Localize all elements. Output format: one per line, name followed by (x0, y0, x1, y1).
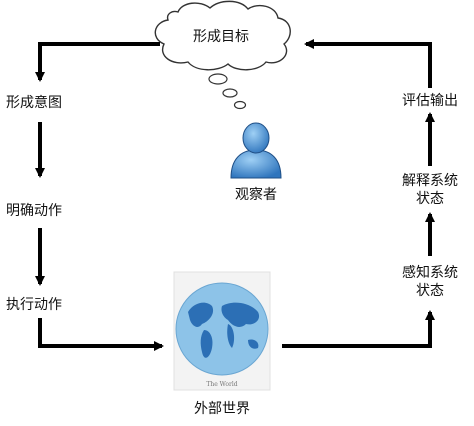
thought-cloud-icon (154, 0, 291, 110)
step-specify-action: 明确动作 (6, 203, 62, 219)
arrow-goal-to-intention (35, 42, 160, 82)
step-evaluate-output: 评估输出 (392, 92, 468, 110)
step-interpret-state: 解释系统 状态 (392, 172, 468, 208)
world-map-icon: The World (173, 271, 271, 391)
arrow-world-to-perceive (282, 310, 435, 348)
step-perceive-state: 感知系统 状态 (392, 264, 468, 300)
step-perceive-state-line2: 状态 (416, 283, 444, 299)
step-execute-action: 执行动作 (6, 297, 62, 313)
step-interpret-state-line2: 状态 (416, 191, 444, 207)
arrow-evaluate-to-goal (304, 39, 432, 88)
world-label: 外部世界 (194, 401, 250, 417)
arrows (35, 39, 435, 351)
step-evaluate-output-line1: 评估输出 (402, 93, 458, 109)
arrow-execute-to-world (38, 318, 164, 351)
step-interpret-state-line1: 解释系统 (402, 173, 458, 189)
step-form-intention: 形成意图 (6, 95, 62, 111)
step-perceive-state-line1: 感知系统 (402, 265, 458, 281)
person-icon (230, 122, 282, 179)
goal-label: 形成目标 (193, 29, 249, 45)
observer-label: 观察者 (235, 187, 277, 203)
world-caption: The World (206, 381, 237, 388)
